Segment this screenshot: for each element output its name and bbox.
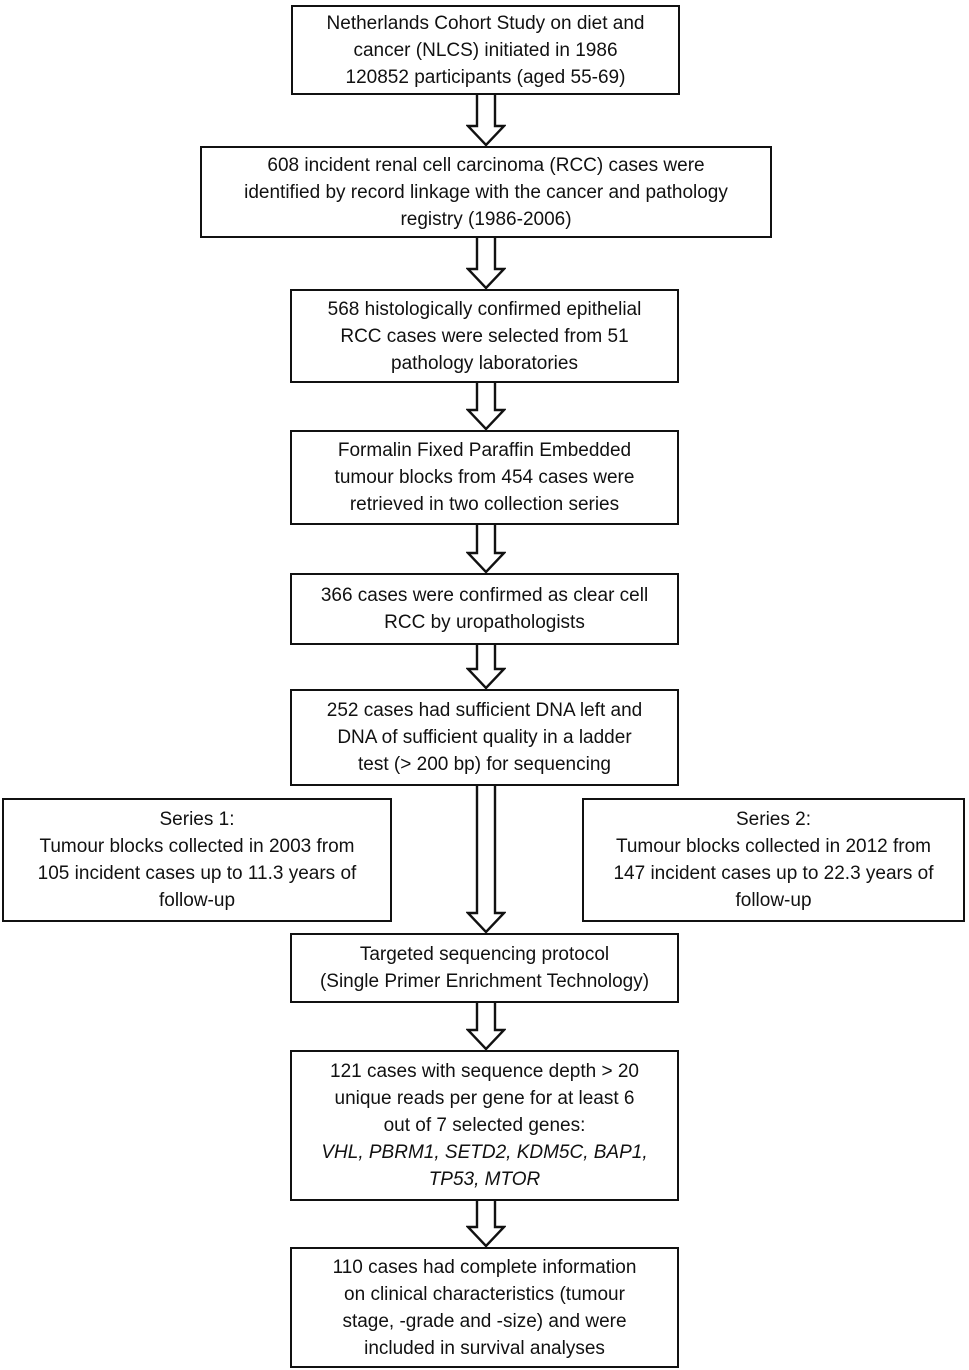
box-dna-quality-text: 252 cases had sufficient DNA left and DN… [326, 700, 643, 775]
box-sequencing-protocol-text: Targeted sequencing protocol (Single Pri… [319, 944, 650, 992]
box-series-1-text: Series 1: Tumour blocks collected in 200… [37, 809, 357, 911]
box-series-2: Series 2: Tumour blocks collected in 201… [582, 798, 965, 922]
box-sequence-depth-genes: VHL, PBRM1, SETD2, KDM5C, BAP1, TP53, MT… [321, 1142, 648, 1190]
down-arrow-icon [466, 786, 506, 933]
box-sequence-depth: 121 cases with sequence depth > 20 uniqu… [290, 1050, 679, 1201]
down-arrow-icon [466, 95, 506, 146]
box-survival-analyses: 110 cases had complete information on cl… [290, 1247, 679, 1368]
box-survival-analyses-text: 110 cases had complete information on cl… [332, 1256, 637, 1359]
box-histology-confirmed-text: 568 histologically confirmed epithelial … [327, 298, 642, 374]
box-sequencing-protocol: Targeted sequencing protocol (Single Pri… [290, 933, 679, 1003]
box-incident-rcc-text: 608 incident renal cell carcinoma (RCC) … [244, 154, 728, 230]
down-arrow-icon [466, 383, 506, 430]
box-dna-quality: 252 cases had sufficient DNA left and DN… [290, 689, 679, 786]
down-arrow-icon [466, 1003, 506, 1050]
box-nlcs-cohort: Netherlands Cohort Study on diet and can… [291, 5, 680, 95]
box-nlcs-cohort-text: Netherlands Cohort Study on diet and can… [326, 12, 645, 88]
box-histology-confirmed: 568 histologically confirmed epithelial … [290, 289, 679, 383]
box-series-2-text: Series 2: Tumour blocks collected in 201… [613, 809, 934, 911]
down-arrow-icon [466, 525, 506, 573]
box-incident-rcc: 608 incident renal cell carcinoma (RCC) … [200, 146, 772, 238]
box-clear-cell-confirmed-text: 366 cases were confirmed as clear cell R… [320, 585, 649, 633]
down-arrow-icon [466, 1201, 506, 1247]
box-series-1: Series 1: Tumour blocks collected in 200… [2, 798, 392, 922]
box-ffpe-blocks-text: Formalin Fixed Paraffin Embedded tumour … [334, 440, 635, 515]
box-ffpe-blocks: Formalin Fixed Paraffin Embedded tumour … [290, 430, 679, 525]
down-arrow-icon [466, 645, 506, 689]
box-clear-cell-confirmed: 366 cases were confirmed as clear cell R… [290, 573, 679, 645]
box-sequence-depth-text: 121 cases with sequence depth > 20 uniqu… [330, 1061, 639, 1136]
down-arrow-icon [466, 238, 506, 289]
